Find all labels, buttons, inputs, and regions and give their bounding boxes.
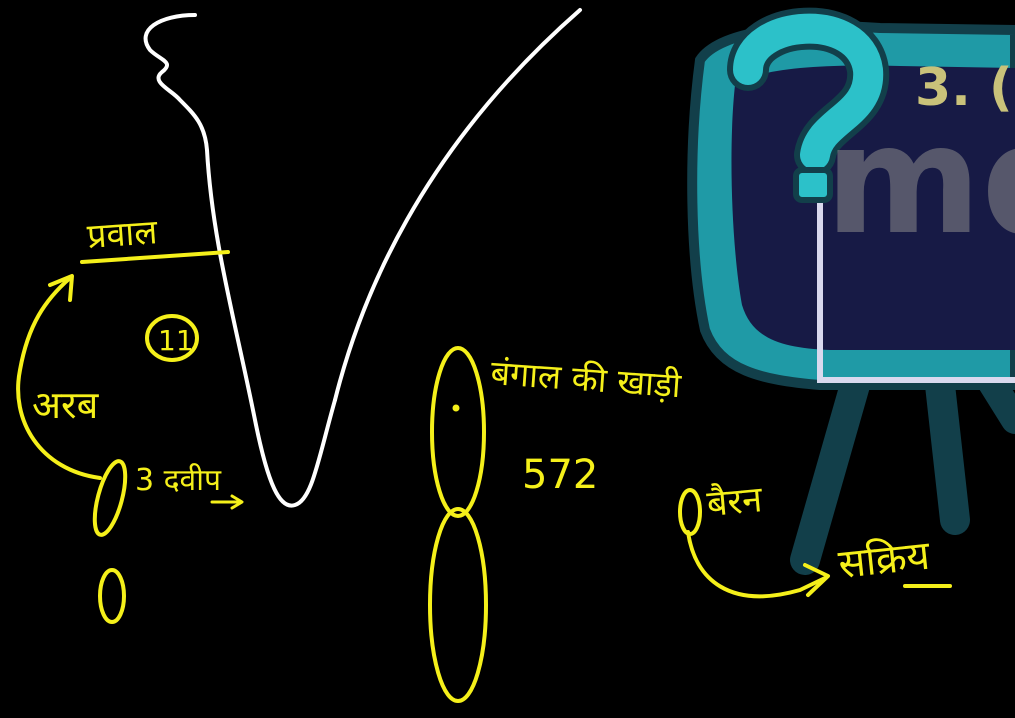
left-label: अरब <box>32 383 100 427</box>
bay-number: 572 <box>522 452 598 498</box>
right-loop <box>680 490 700 534</box>
right-label: सक्रिय <box>836 533 932 588</box>
bay-subtext: बैरन <box>705 478 765 525</box>
circled-number: 11 <box>158 324 194 357</box>
island-dot <box>453 405 459 411</box>
question-board-icon: 3. ( md <box>692 26 1015 560</box>
left-curved-arrow <box>18 278 100 478</box>
easel-leg-left <box>805 385 855 560</box>
easel-leg-middle <box>940 385 955 520</box>
top-label: प्रवाल <box>86 212 160 257</box>
left-side-label: 3 दवीप <box>135 463 222 498</box>
white-curve-right <box>335 10 580 400</box>
logo-word-text: md <box>825 94 1015 268</box>
island-lower <box>430 509 486 701</box>
bottom-left-zero <box>100 570 124 622</box>
left-loop <box>89 458 132 538</box>
white-curve-left <box>146 15 335 506</box>
bay-label: बंगाल की खाड़ी <box>489 353 683 406</box>
island-upper <box>432 348 484 516</box>
